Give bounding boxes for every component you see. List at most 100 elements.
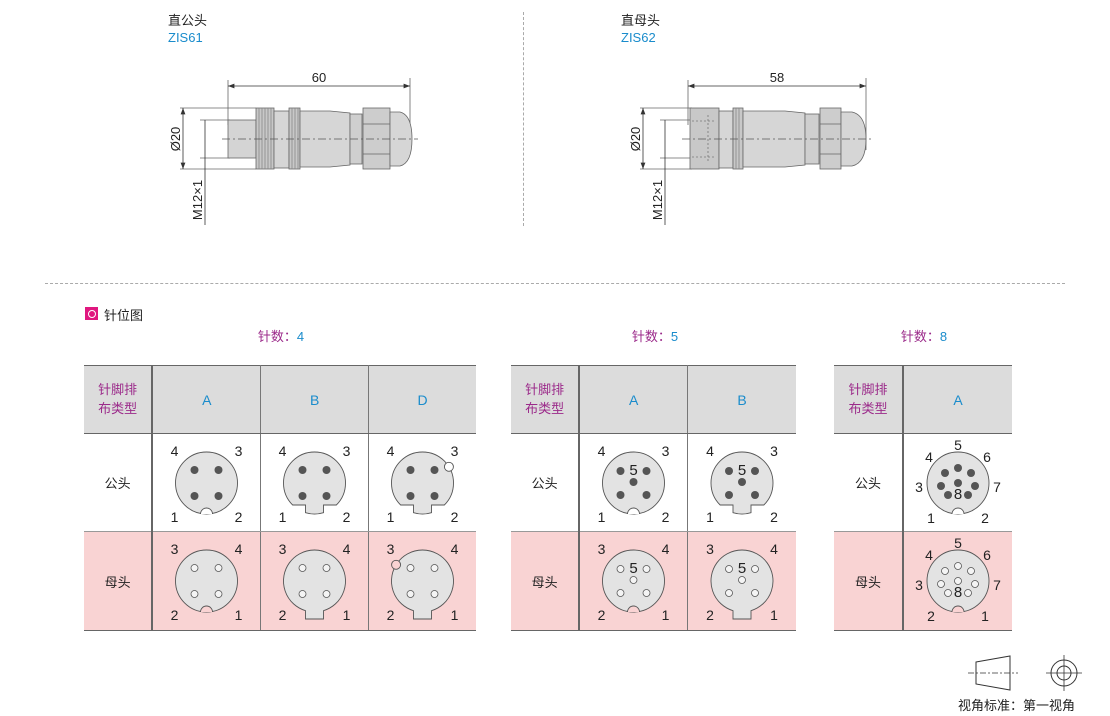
pin-number-label: 1 (451, 607, 459, 623)
pin (738, 477, 747, 486)
pin-number-label: 4 (235, 541, 243, 557)
pin-socket (725, 565, 733, 573)
pin (642, 490, 651, 499)
drawing-title-male: 直公头 (168, 14, 208, 29)
pin-socket (616, 565, 625, 573)
pin-number-label: 1 (662, 607, 670, 623)
row-label-female: 母头 (834, 531, 905, 631)
pin-number-label: 3 (598, 541, 606, 557)
pin-count-label: 针数： (631, 330, 671, 345)
pin-number-label: 5 (954, 437, 962, 453)
pin-number-label: 3 (706, 541, 714, 557)
pin-socket (430, 590, 439, 598)
pin (406, 465, 415, 474)
pin (430, 491, 439, 500)
pin-socket (190, 564, 199, 572)
coding-header-a: A (578, 365, 689, 434)
pin-number-label: 7 (993, 479, 1001, 495)
pin-socket (214, 590, 223, 598)
pin-number-label: 3 (387, 541, 395, 557)
pin (725, 490, 734, 499)
drawing-model-female: ZIS62 (621, 30, 656, 45)
pin (941, 468, 950, 477)
pin-number-label: 4 (598, 443, 606, 459)
pin (322, 465, 331, 474)
pin-socket (751, 565, 759, 573)
row-label-female: 母头 (511, 531, 581, 631)
pin-number-label: 1 (171, 509, 179, 525)
pin-socket (629, 576, 638, 584)
pin-number-label: 5 (954, 535, 962, 551)
pin-number-label: 7 (993, 577, 1001, 593)
coding-header-b: B (260, 365, 370, 434)
pin-socket (214, 564, 223, 572)
pin (944, 490, 953, 499)
pin-socket (751, 589, 759, 597)
pin-socket (937, 580, 945, 588)
pin-number-label: 1 (279, 509, 287, 525)
connector-face (175, 451, 239, 514)
coding-header-b: B (687, 365, 796, 434)
pin (751, 490, 760, 499)
pin-socket (406, 590, 415, 598)
pin-socket (964, 589, 972, 597)
pin-socket (322, 590, 331, 598)
coding-header-a: A (902, 365, 1012, 434)
female-length-dimension: 58 (770, 70, 784, 85)
pin (406, 491, 415, 500)
row-label-male: 公头 (511, 433, 581, 532)
pin-type-header-line: 针脚排 (848, 382, 888, 398)
pin-number-label: 1 (235, 607, 243, 623)
pin-number-label: 1 (981, 608, 989, 624)
pin-number-label: 2 (235, 509, 243, 525)
pin-type-header: 针脚排布类型 (834, 381, 902, 419)
pin-socket (954, 562, 962, 570)
pin-number-label: 4 (662, 541, 670, 557)
pin (629, 477, 638, 486)
male-connector-drawing (180, 78, 418, 225)
pin-socket (967, 567, 975, 575)
pin-number-label: 1 (770, 607, 778, 623)
pin-number-label: 3 (770, 443, 778, 459)
first-angle-projection-icon (968, 655, 1082, 691)
pin-socket (642, 589, 651, 597)
male-length-dimension: 60 (312, 70, 326, 85)
pin-number-label: 4 (279, 443, 287, 459)
pin-type-header-line: 布类型 (98, 401, 138, 417)
pin-socket (954, 577, 962, 585)
pin-socket (190, 590, 199, 598)
pin-number-label: 3 (915, 577, 923, 593)
pin (298, 491, 307, 500)
drawing-title-female: 直母头 (621, 14, 661, 29)
pin (430, 465, 439, 474)
female-thread-dimension: M12×1 (650, 180, 665, 220)
pin-socket (298, 590, 307, 598)
pin (937, 481, 946, 490)
pin-count-5: 针数：5 (632, 326, 678, 345)
pin-number-label: 1 (706, 509, 714, 525)
pin-number-label: 1 (598, 509, 606, 525)
female-connector-drawing (640, 78, 872, 225)
pin (616, 466, 625, 475)
pin-socket (941, 567, 949, 575)
pin-socket (725, 589, 733, 597)
row-label-female: 母头 (84, 531, 154, 631)
pin-count-label: 针数： (257, 330, 297, 345)
center-pin-label: 5 (629, 560, 637, 577)
pin-socket (406, 564, 415, 572)
pin-number-label: 3 (171, 541, 179, 557)
pin (954, 478, 963, 487)
